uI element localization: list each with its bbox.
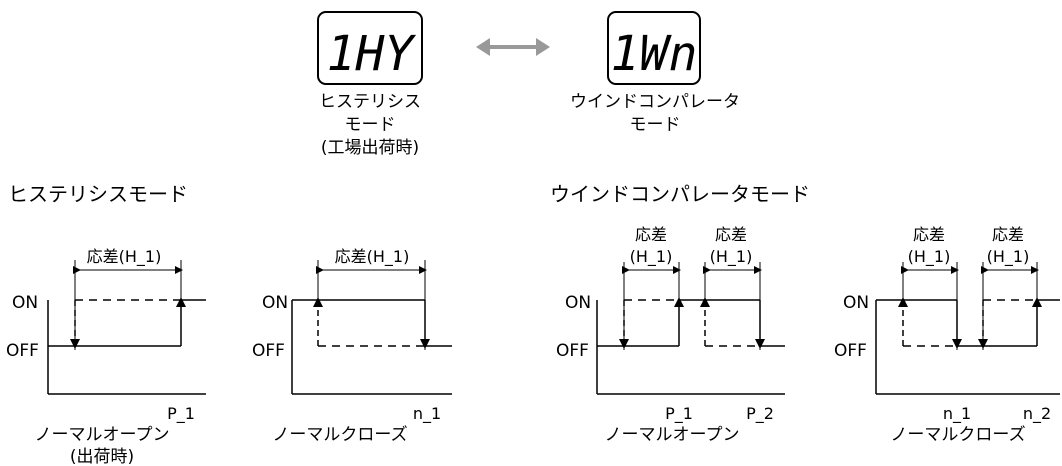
caption-line1: ノーマルオープン bbox=[605, 425, 740, 445]
hysteresis-section-title: ヒステリシスモード bbox=[8, 182, 188, 206]
diff-label-b: (H_1) bbox=[630, 247, 673, 267]
diff-label-d: (H_1) bbox=[987, 247, 1030, 267]
caption-line1: ノーマルオープン bbox=[35, 425, 170, 445]
diagram-win-no: ON OFF 応差 (H_1) 応差 (H_1) P_1 P_2 ノーマルオープ… bbox=[556, 225, 785, 445]
diff-label-d: (H_1) bbox=[710, 247, 753, 267]
diff-label-a: 応差 bbox=[635, 225, 667, 244]
right-display: 1Wn bbox=[607, 11, 701, 85]
off-label: OFF bbox=[6, 341, 39, 361]
left-display-caption: ヒステリシス モード (工場出荷時) bbox=[319, 92, 421, 158]
left-caption-line2: モード bbox=[345, 115, 396, 135]
diagram-hys-no: ON OFF 応差(H_1) P_1 ノーマルオープン (出荷時) bbox=[6, 247, 206, 466]
diff-label: 応差(H_1) bbox=[87, 247, 162, 267]
double-arrow-icon bbox=[476, 38, 550, 56]
diagram-hys-nc: ON OFF 応差(H_1) n_1 ノーマルクローズ bbox=[252, 247, 452, 445]
off-label: OFF bbox=[556, 341, 589, 361]
caption-line1: ノーマルクローズ bbox=[272, 425, 407, 445]
right-caption-line1: ウインドコンパレータ bbox=[570, 92, 740, 112]
left-caption-line3: (工場出荷時) bbox=[321, 138, 419, 158]
on-label: ON bbox=[262, 293, 288, 313]
on-label: ON bbox=[565, 293, 591, 313]
diff-label-c: 応差 bbox=[715, 225, 747, 244]
right-caption-line2: モード bbox=[630, 115, 681, 135]
off-label: OFF bbox=[252, 341, 285, 361]
window-section-title: ウインドコンパレータモード bbox=[550, 182, 810, 206]
point1-label: P_1 bbox=[665, 404, 693, 424]
off-label: OFF bbox=[834, 341, 867, 361]
left-display-digits: 1HY bbox=[327, 26, 417, 82]
on-label: ON bbox=[843, 293, 869, 313]
point1-label: P_1 bbox=[167, 404, 195, 424]
caption-line1: ノーマルクローズ bbox=[890, 425, 1025, 445]
diff-label: 応差(H_1) bbox=[335, 247, 410, 267]
point1-label: n_1 bbox=[943, 404, 971, 424]
diff-label-b: (H_1) bbox=[908, 247, 951, 267]
right-display-digits: 1Wn bbox=[611, 26, 698, 82]
point2-label: P_2 bbox=[746, 404, 774, 424]
diagram-win-nc: ON OFF 応差 (H_1) 応差 (H_1) n_1 n_2 ノーマルクロー… bbox=[834, 225, 1060, 445]
right-display-caption: ウインドコンパレータ モード bbox=[570, 92, 740, 135]
diff-label-c: 応差 bbox=[992, 225, 1024, 244]
left-caption-line1: ヒステリシス bbox=[319, 92, 421, 112]
left-display: 1HY bbox=[317, 11, 423, 85]
diff-label-a: 応差 bbox=[913, 225, 945, 244]
point1-label: n_1 bbox=[413, 404, 441, 424]
point2-label: n_2 bbox=[1023, 404, 1051, 424]
caption-line2: (出荷時) bbox=[70, 447, 134, 466]
on-label: ON bbox=[12, 293, 38, 313]
